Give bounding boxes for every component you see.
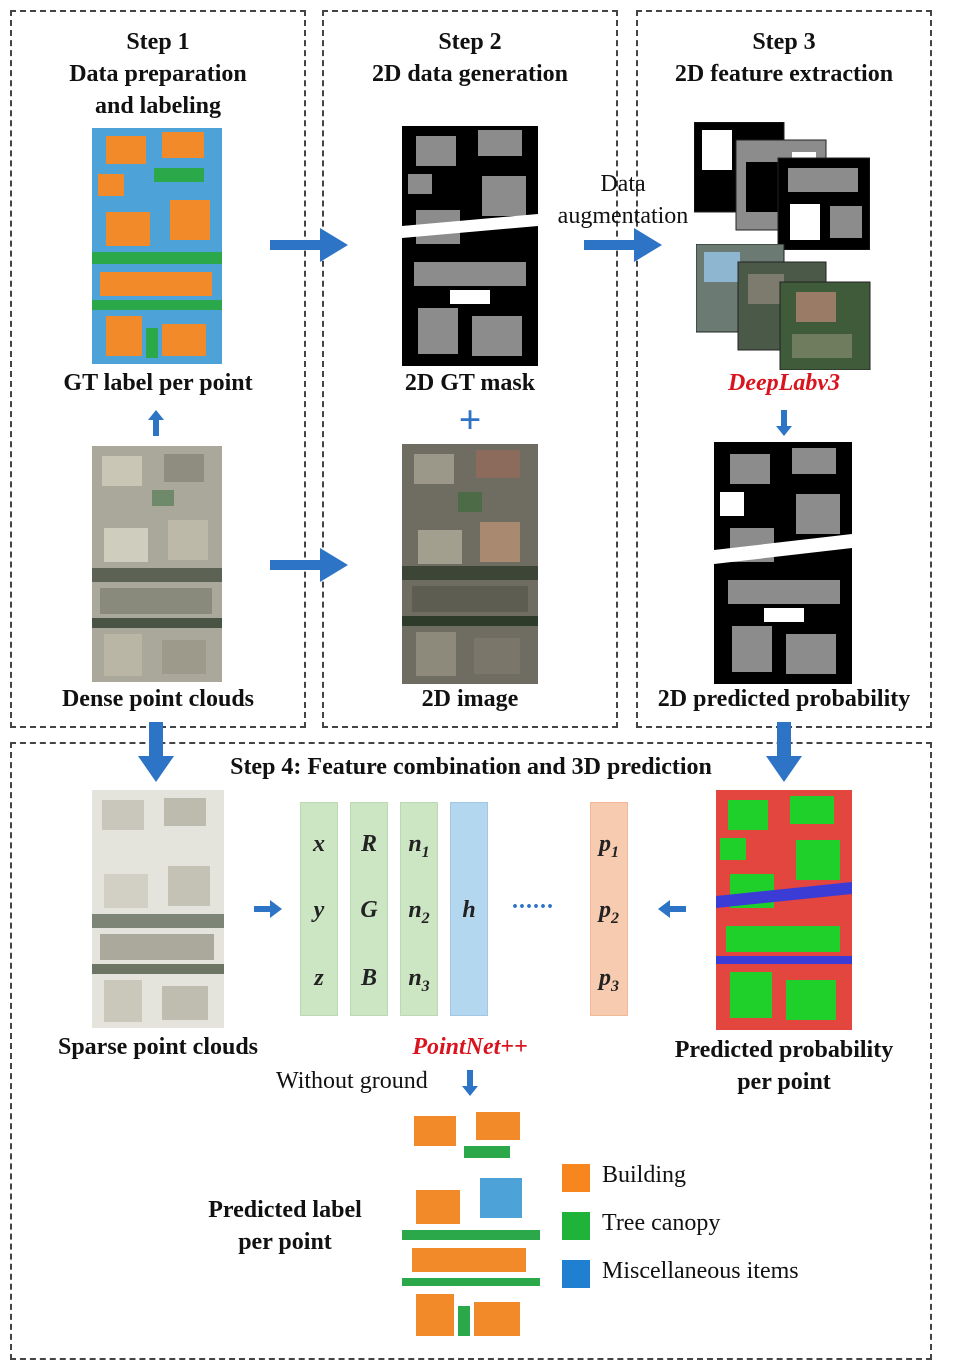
feature-z: z [301, 965, 337, 992]
without-ground-label: Without ground [276, 1068, 428, 1095]
sparse-point-cloud-image [92, 790, 224, 1028]
2d-gt-mask-image [402, 126, 538, 366]
predicted-label-per-point-label: Predicted label per point [180, 1194, 390, 1258]
step3-title-line2: 2D feature extraction [638, 58, 930, 90]
feature-p3: p3 [591, 965, 627, 996]
p-symbol: p [599, 897, 611, 923]
right-arrow-icon [270, 228, 348, 262]
down-arrow-icon [775, 410, 793, 436]
down-arrow-icon [461, 1070, 479, 1096]
feature-p2: p2 [591, 897, 627, 928]
subscript: 2 [611, 910, 619, 927]
n-symbol: n [408, 831, 421, 857]
step1-title-line3: and labeling [12, 90, 304, 122]
feature-column-height: h [450, 802, 488, 1016]
step3-title: Step 3 2D feature extraction [638, 26, 930, 90]
step1-title: Step 1 Data preparation and labeling [12, 26, 304, 122]
n-symbol: n [408, 965, 421, 991]
subscript: 1 [422, 844, 430, 861]
legend-swatch-building [562, 1164, 590, 1192]
prob-label-line2: per point [638, 1066, 930, 1098]
step2-title: Step 2 2D data generation [324, 26, 616, 90]
left-arrow-icon [658, 900, 686, 918]
dense-point-cloud-image [92, 446, 222, 682]
subscript: 2 [422, 910, 430, 927]
feature-column-probability: p1 p2 p3 [590, 802, 628, 1016]
feature-g: G [351, 897, 387, 924]
ellipsis-dots: ...... [512, 888, 554, 915]
gt-label-point-cloud-image [92, 128, 222, 364]
2d-predicted-probability-label: 2D predicted probability [638, 686, 930, 713]
step1-title-line2: Data preparation [12, 58, 304, 90]
feature-y: y [301, 897, 337, 924]
right-arrow-icon [584, 228, 662, 262]
subscript: 3 [422, 978, 430, 995]
step3-title-line1: Step 3 [638, 26, 930, 58]
predicted-probability-per-point-label: Predicted probability per point [638, 1034, 930, 1098]
feature-n1: n1 [401, 831, 437, 862]
up-arrow-icon [147, 410, 165, 436]
p-symbol: p [599, 831, 611, 857]
augmentation-line2: augmentation [548, 200, 698, 232]
legend-label-building: Building [602, 1162, 686, 1189]
legend-label-misc: Miscellaneous items [602, 1258, 799, 1285]
legend-swatch-tree-canopy [562, 1212, 590, 1240]
data-augmentation-label: Data augmentation [548, 168, 698, 232]
feature-column-normals: n1 n2 n3 [400, 802, 438, 1016]
predicted-label-point-cloud-image [402, 1106, 540, 1344]
feature-column-xyz: x y z [300, 802, 338, 1016]
result-label-line1: Predicted label [180, 1194, 390, 1226]
plus-sign: + [324, 396, 616, 443]
legend-swatch-misc [562, 1260, 590, 1288]
dense-point-clouds-label: Dense point clouds [12, 686, 304, 713]
feature-b: B [351, 965, 387, 992]
2d-image-label: 2D image [324, 686, 616, 713]
2d-predicted-probability-image [714, 442, 852, 684]
augmented-images-image [696, 244, 872, 370]
step2-title-line1: Step 2 [324, 26, 616, 58]
feature-r: R [351, 831, 387, 858]
feature-p1: p1 [591, 831, 627, 862]
step4-title: Step 4: Feature combination and 3D predi… [12, 754, 930, 781]
p-symbol: p [599, 965, 611, 991]
right-arrow-icon [270, 548, 348, 582]
augmentation-line1: Data [548, 168, 698, 200]
gt-label-per-point: GT label per point [12, 370, 304, 397]
step1-title-line1: Step 1 [12, 26, 304, 58]
feature-h: h [451, 897, 487, 924]
2d-gt-mask-label: 2D GT mask [324, 370, 616, 397]
pointnet-label: PointNet++ [390, 1034, 550, 1061]
feature-column-rgb: R G B [350, 802, 388, 1016]
feature-x: x [301, 831, 337, 858]
predicted-probability-image [716, 790, 852, 1030]
augmented-masks-image [694, 122, 870, 250]
result-label-line2: per point [180, 1226, 390, 1258]
n-symbol: n [408, 897, 421, 923]
deeplabv3-label: DeepLabv3 [638, 370, 930, 397]
feature-n3: n3 [401, 965, 437, 996]
subscript: 1 [611, 844, 619, 861]
sparse-point-clouds-label: Sparse point clouds [12, 1034, 304, 1061]
subscript: 3 [611, 978, 619, 995]
step2-title-line2: 2D data generation [324, 58, 616, 90]
right-arrow-icon [254, 900, 282, 918]
feature-n2: n2 [401, 897, 437, 928]
legend-label-tree-canopy: Tree canopy [602, 1210, 720, 1237]
prob-label-line1: Predicted probability [638, 1034, 930, 1066]
2d-image [402, 444, 538, 684]
